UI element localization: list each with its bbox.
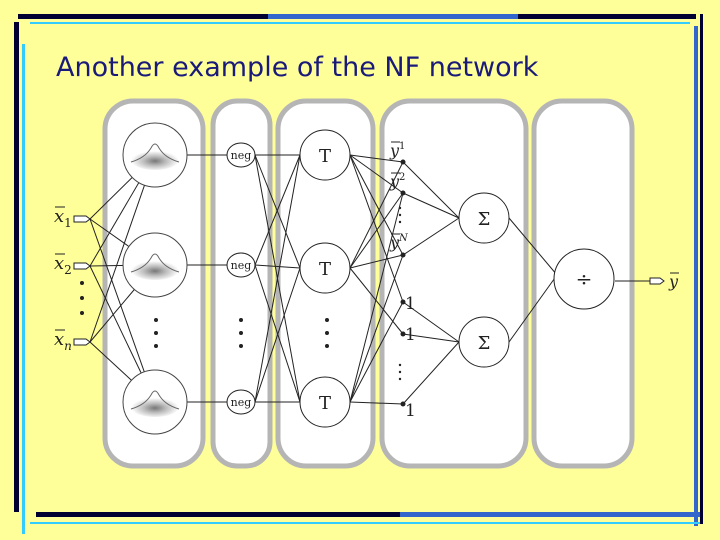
svg-text:neg: neg	[231, 149, 252, 162]
frame-bottom-thin-bar	[30, 522, 700, 524]
svg-text:÷: ÷	[576, 267, 593, 291]
sum-nodes: Σ Σ	[458, 192, 510, 368]
output-label: y	[668, 272, 679, 291]
neg-node-n: neg	[226, 389, 256, 415]
layer-panel-4	[379, 98, 529, 469]
one-label-2: 1	[405, 325, 416, 345]
frame-top-left-bar	[18, 14, 268, 19]
mf-node-2	[122, 232, 188, 298]
one-labels: 1 1 1	[405, 294, 416, 421]
mf-node-1	[122, 122, 188, 188]
input-label-2: x2	[54, 253, 72, 277]
input-arrows	[73, 215, 91, 346]
frame-top-mid-bar	[268, 14, 518, 19]
svg-text:Σ: Σ	[478, 209, 491, 230]
mf-node-n	[122, 369, 188, 435]
y-label-1: y1	[389, 141, 405, 160]
sum-node-bottom: Σ	[458, 316, 510, 368]
t-nodes: T T T	[299, 129, 351, 428]
neg-nodes: neg neg neg	[226, 142, 256, 415]
svg-text:neg: neg	[231, 396, 252, 409]
frame-right-blue-bar	[694, 26, 698, 526]
t-node-n: T	[299, 376, 351, 428]
y-dots	[398, 206, 402, 224]
sum-node-top: Σ	[458, 192, 510, 244]
input-labels: x1 x2 xn	[54, 206, 72, 353]
svg-text:T: T	[319, 259, 331, 280]
svg-text:Σ: Σ	[478, 333, 491, 354]
svg-text:T: T	[319, 146, 331, 167]
frame-top-right-bar	[518, 14, 696, 19]
frame-bottom-blue-bar	[400, 512, 700, 517]
output-arrow	[649, 277, 665, 285]
input-arrow-1	[73, 215, 91, 223]
layer-panel-2	[210, 98, 273, 469]
junction-dots	[400, 159, 406, 407]
input-arrow-2	[73, 262, 91, 270]
mf-nodes	[122, 122, 188, 435]
divide-node: ÷	[553, 248, 615, 310]
one-dots	[398, 363, 402, 381]
one-label-1: 1	[405, 294, 416, 314]
ellipsis-dots	[80, 206, 402, 381]
frame-right-dark-bar	[700, 14, 703, 524]
y-labels: y1 y2 yN	[389, 141, 409, 252]
frame-bottom-dark-bar	[36, 512, 400, 517]
t-dots	[325, 318, 329, 348]
input-label-1: x1	[54, 206, 72, 230]
neg-node-1: neg	[226, 142, 256, 168]
svg-text:neg: neg	[231, 259, 252, 272]
input-label-n: xn	[54, 329, 72, 353]
slide-title: Another example of the NF network	[56, 52, 539, 83]
y-label-n: yN	[389, 233, 409, 252]
y-label-2: y2	[389, 172, 405, 191]
one-label-n: 1	[405, 401, 416, 421]
neg-dots	[239, 318, 243, 348]
mf-dots	[154, 318, 158, 348]
frame-left-cyan-bar	[22, 44, 25, 534]
frame-top-thin-bar	[30, 22, 690, 24]
t-node-1: T	[299, 129, 351, 181]
input-arrow-n	[73, 338, 91, 346]
svg-text:y: y	[668, 272, 679, 291]
neg-node-2: neg	[226, 252, 256, 278]
input-dots	[80, 281, 84, 315]
frame-left-dark-bar	[14, 22, 19, 512]
svg-text:T: T	[319, 393, 331, 414]
t-node-2: T	[299, 242, 351, 294]
